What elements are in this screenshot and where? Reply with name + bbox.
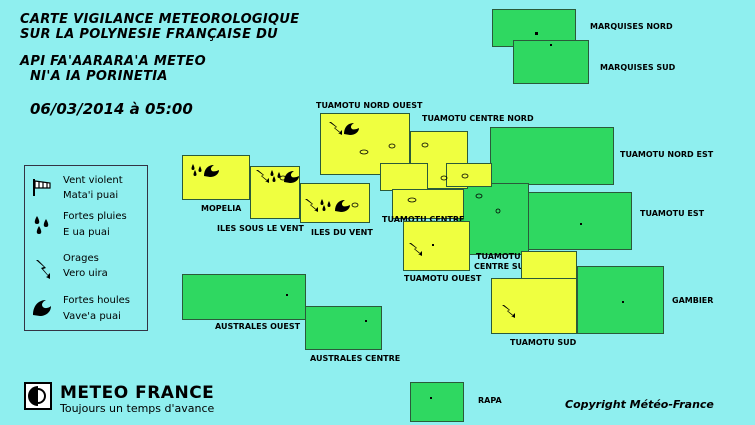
zone-tuamotu-centre-nord-west[interactable] [380,163,428,191]
lightning-icon [36,260,50,279]
logo-tagline: Toujours un temps d'avance [60,402,215,415]
label-tuamotu-ouest: TUAMOTU OUEST [404,274,482,283]
legend-storm-tah: Vero uira [63,268,108,279]
label-tuamotu-nord-est: TUAMOTU NORD EST [620,150,714,159]
legend-rain-tah: E ua puai [63,227,110,238]
lightning-icon [409,243,422,256]
zone-mopelia[interactable] [182,155,250,200]
label-tuamotu-centre: TUAMOTU CENTRE [382,215,465,224]
label-tuamotu-centre-nord: TUAMOTU CENTRE NORD [422,114,534,123]
label-tuamotu-centre-sud-1: TUAMOTU [476,252,521,261]
rain-icon [191,164,202,176]
zone-rapa[interactable] [410,382,464,422]
bulletin-date: 06/03/2014 à 05:00 [30,100,193,118]
zone-marquises-sud[interactable] [513,40,589,84]
title-line-4: NI'A IA PORINETIA [30,69,168,84]
label-mopelia: MOPELIA [201,204,242,213]
wave-icon [335,200,350,212]
label-iles-du-vent: ILES DU VENT [311,228,373,237]
zone-australes-ouest[interactable] [182,274,306,320]
zone-tuamotu-centre[interactable] [392,189,464,219]
meteo-france-logo-icon [24,382,52,410]
wave-icon [204,165,219,177]
lightning-icon [329,122,342,135]
title-line-3: API FA'AARARA'A METEO [20,54,206,69]
label-marquises-sud: MARQUISES SUD [600,63,676,72]
legend: Vent violent Mata'i puai Fortes pluies E… [24,165,148,331]
wind-icon [33,179,51,196]
zone-tuamotu-sud[interactable] [491,278,577,334]
legend-rain-fr: Fortes pluies [63,211,127,222]
rain-icon [34,216,49,234]
title-line-2: SUR LA POLYNESIE FRANÇAISE DU [20,27,279,42]
zone-tuamotu-centre-nord-east[interactable] [446,163,492,187]
title-line-1: CARTE VIGILANCE METEOROLOGIQUE [20,12,300,27]
legend-swell-fr: Fortes houles [63,295,131,306]
label-iles-sous-le-vent: ILES SOUS LE VENT [217,224,304,233]
legend-wind-tah: Mata'i puai [63,190,119,201]
lightning-icon [256,170,269,183]
zone-tuamotu-est[interactable] [528,192,632,250]
label-marquises-nord: MARQUISES NORD [590,22,673,31]
label-tuamotu-sud: TUAMOTU SUD [510,338,577,347]
wave-icon [284,171,299,183]
label-tuamotu-nord-ouest: TUAMOTU NORD OUEST [316,101,423,110]
rain-icon [270,170,281,182]
zone-iles-sous-le-vent[interactable] [250,166,300,219]
legend-storm-fr: Orages [63,253,99,264]
label-tuamotu-est: TUAMOTU EST [640,209,705,218]
logo-name: METEO FRANCE [60,383,215,403]
lightning-icon [502,305,515,318]
lightning-icon [305,199,318,212]
label-rapa: RAPA [478,396,502,405]
zone-tuamotu-nord-est[interactable] [490,127,614,185]
wave-icon [33,300,51,316]
rain-icon [320,199,331,211]
label-gambier: GAMBIER [672,296,714,305]
label-australes-ouest: AUSTRALES OUEST [215,322,301,331]
legend-wind-fr: Vent violent [63,175,123,186]
zone-gambier[interactable] [577,266,664,334]
zone-australes-centre[interactable] [305,306,382,350]
legend-swell-tah: Vave'a puai [63,311,121,322]
label-tuamotu-centre-sud-2: CENTRE SUD [474,262,531,271]
wave-icon [344,123,359,135]
label-australes-centre: AUSTRALES CENTRE [310,354,401,363]
copyright: Copyright Météo-France [565,398,714,411]
